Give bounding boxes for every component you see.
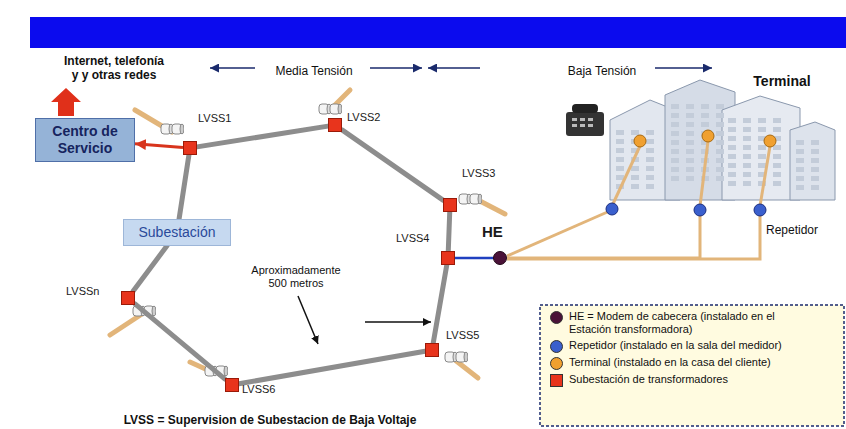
substation-marker: LVSS3 — [443, 198, 457, 212]
legend-swatch — [550, 340, 563, 353]
voltage-zone-holder: Baja Tensión — [552, 61, 652, 79]
abbreviation-note-holder: LVSS = Supervision de Subestacion de Baj… — [120, 410, 420, 428]
repeater-label: Repetidor — [766, 224, 818, 238]
medium-voltage-line — [239, 351, 425, 384]
medium-voltage-line — [197, 126, 328, 147]
legend-text: Repetidor (instalado en la sala del medi… — [569, 339, 819, 352]
node-label: LVSSn — [66, 285, 99, 297]
service-link — [135, 144, 183, 148]
legend: HE = Modem de cabecera (instalado en el … — [548, 310, 838, 390]
voltage-zone-holder: Media Tensión — [262, 61, 366, 79]
header-bar — [30, 17, 846, 48]
telephone-icon — [566, 104, 604, 136]
service-center-box: Centro de Servicio — [35, 118, 135, 162]
legend-item: Subestación de transformadores — [548, 373, 838, 387]
node-label: LVSS3 — [462, 167, 495, 179]
medium-voltage-line — [179, 155, 189, 219]
legend-text: Subestación de transformadores — [569, 373, 819, 386]
substation-marker: LVSS5 — [425, 343, 439, 357]
substation-marker: LVSS4 — [441, 251, 455, 265]
distance-pointers — [298, 296, 431, 344]
box-label: Subestación — [130, 224, 224, 241]
building-windows — [616, 104, 819, 190]
substation-marker: LVSS2 — [328, 118, 342, 132]
repeater-dots — [606, 203, 766, 216]
medium-voltage-line — [135, 304, 225, 379]
legend-item: HE = Modem de cabecera (instalado en el … — [548, 310, 838, 336]
legend-item: Repetidor (instalado en la sala del medi… — [548, 339, 838, 353]
legend-frame — [540, 305, 844, 426]
network-note-holder: Internet, telefonía y y otras redes — [62, 55, 166, 83]
headend-link — [455, 257, 493, 260]
uplink-arrow — [51, 88, 81, 116]
voltage-zone: Baja Tensión — [568, 65, 637, 79]
medium-voltage-line — [133, 246, 167, 291]
node-label: LVSS4 — [396, 232, 429, 244]
node-label: LVSS2 — [347, 111, 380, 123]
node-label: LVSS5 — [446, 329, 479, 341]
network-note: Internet, telefonía y y otras redes — [62, 55, 166, 83]
box-label: Centro de Servicio — [42, 123, 128, 157]
abbreviation-note: LVSS = Supervision de Subestacion de Baj… — [124, 414, 417, 428]
headend-modem: HE — [493, 251, 507, 265]
legend-swatch — [550, 357, 563, 370]
medium-voltage-line — [433, 265, 447, 343]
legend-swatch — [550, 311, 563, 324]
legend-text: Terminal (instalado en la casa del clien… — [569, 356, 819, 369]
medium-voltage-line — [448, 212, 449, 251]
distance-note-holder: Aproximadamente 500 metros — [246, 264, 346, 291]
node-label: HE — [482, 226, 503, 238]
terminal-label-holder: Terminal — [742, 72, 822, 90]
repeater-label-holder: Repetidor — [766, 220, 836, 238]
medium-voltage-line — [342, 130, 443, 200]
legend-item: Terminal (instalado en la casa del clien… — [548, 356, 838, 370]
node-label: LVSS6 — [242, 383, 275, 395]
substation-marker: LVSS6 — [225, 378, 239, 392]
legend-swatch — [550, 374, 563, 387]
substation-marker: LVSS1 — [183, 141, 197, 155]
low-voltage-lines — [507, 141, 770, 259]
legend-text: HE = Modem de cabecera (instalado en el … — [569, 310, 819, 336]
voltage-zone: Media Tensión — [275, 65, 352, 79]
substation-box: Subestación — [123, 219, 231, 246]
distance-note: Aproximadamente 500 metros — [246, 264, 346, 289]
substation-marker: LVSSn — [121, 291, 135, 305]
node-label: LVSS1 — [198, 112, 231, 124]
terminal-dots — [634, 130, 776, 147]
terminal-label: Terminal — [753, 73, 810, 89]
buildings — [610, 80, 835, 200]
